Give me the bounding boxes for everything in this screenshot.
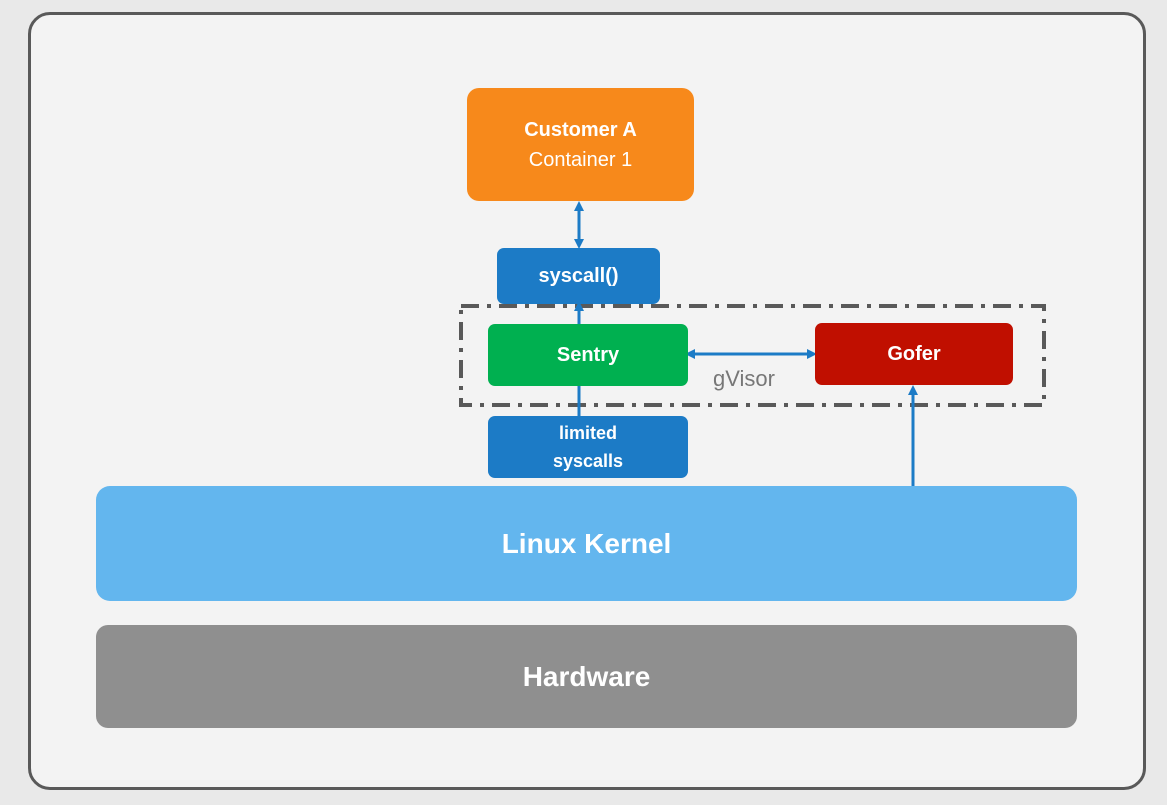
- hardware-label: Hardware: [522, 660, 651, 692]
- limited-syscalls-box: limited syscalls: [488, 416, 688, 478]
- gofer-box: Gofer: [815, 323, 1013, 385]
- gvisor-label: gVisor: [713, 366, 775, 391]
- sentry-label: Sentry: [556, 343, 620, 366]
- linux-kernel-box: Linux Kernel: [96, 486, 1077, 601]
- limited-syscalls-line2: syscalls: [552, 451, 624, 471]
- linux-kernel-label: Linux Kernel: [501, 527, 672, 559]
- sentry-box: Sentry: [488, 324, 688, 386]
- hardware-box: Hardware: [96, 625, 1077, 728]
- gofer-label: Gofer: [887, 342, 941, 365]
- syscall-box: syscall(): [497, 248, 660, 304]
- customer-container-box: Customer A Container 1: [467, 88, 694, 201]
- container-label: Container 1: [528, 148, 633, 171]
- limited-syscalls-line1: limited: [558, 423, 617, 443]
- customer-label: Customer A: [524, 118, 637, 141]
- syscall-label: syscall(): [538, 264, 619, 287]
